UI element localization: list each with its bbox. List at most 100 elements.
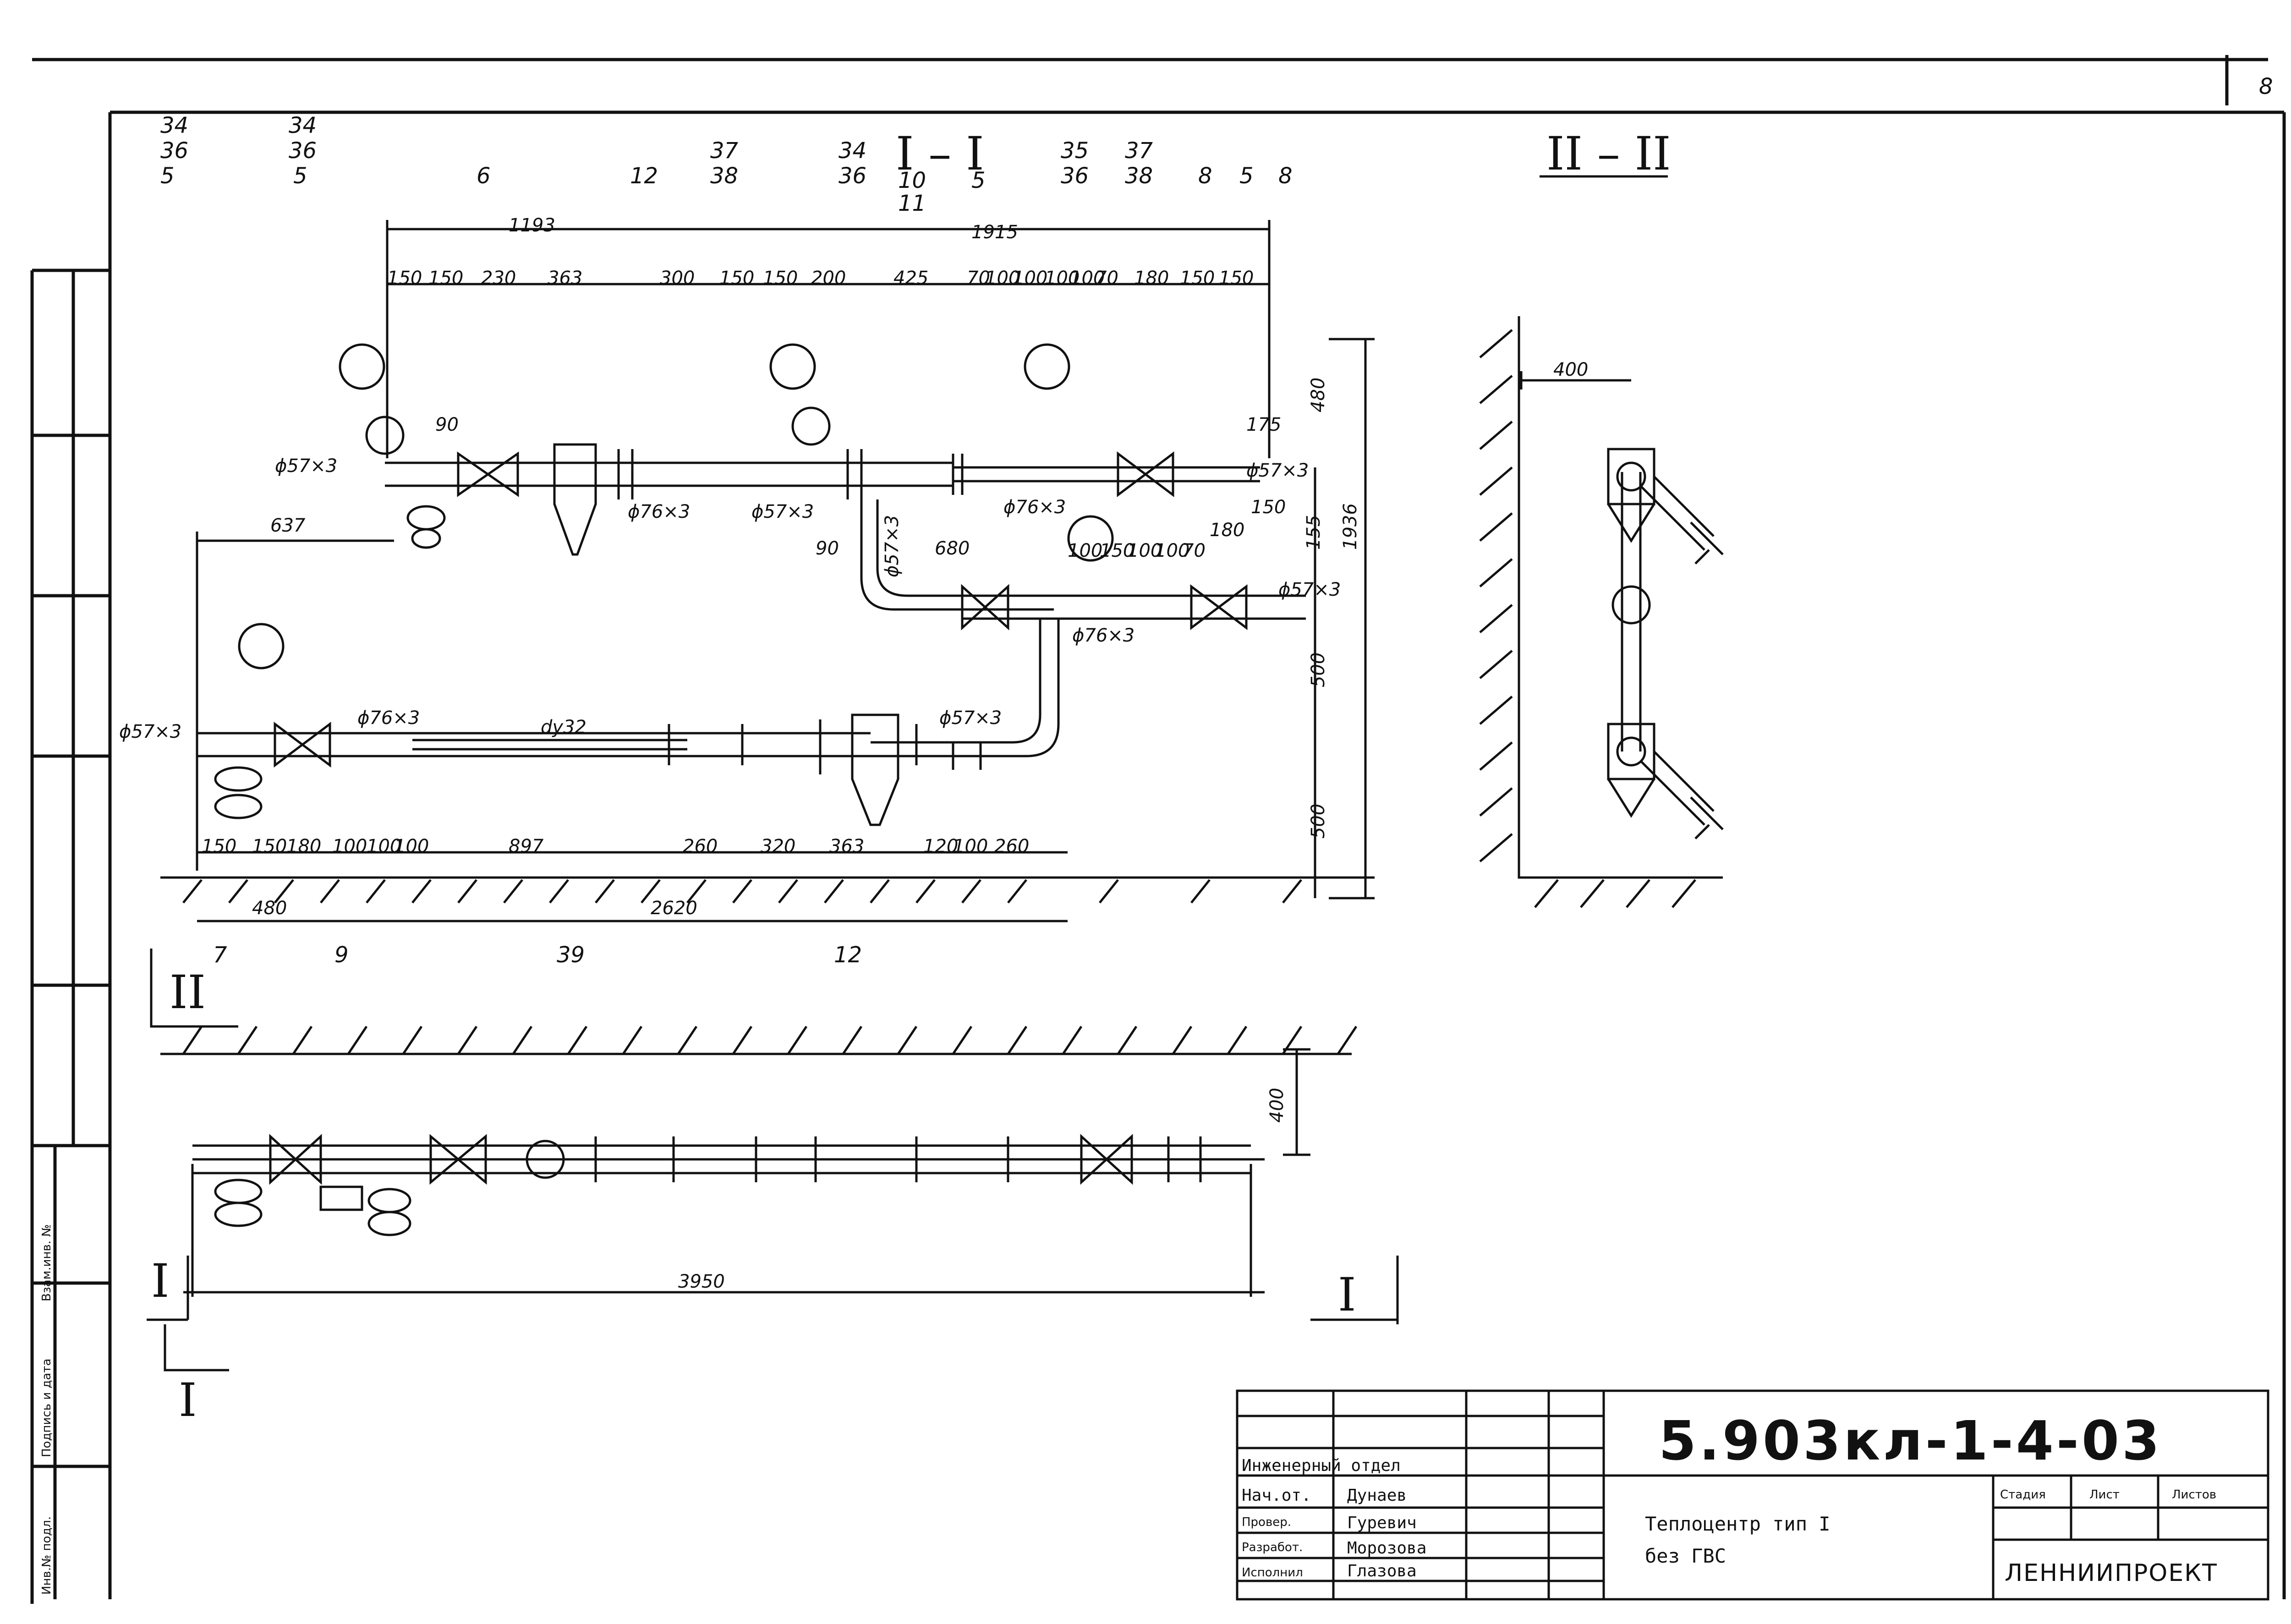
dim-value: 155 [1303, 515, 1324, 550]
dim-value: 400 [1553, 359, 1588, 380]
dim-value: 180 [1134, 268, 1169, 289]
dim-overall: 1915 [971, 222, 1018, 243]
section-2-title: II – II [1546, 127, 1671, 181]
leader-label: 36 [1061, 163, 1089, 189]
dim-value: 100 [332, 836, 367, 857]
pipe-label: ϕ76×3 [628, 501, 690, 522]
sheets-header: Листов [2172, 1488, 2216, 1502]
signature-name: Дунаев [1347, 1486, 1407, 1505]
dim-value: 320 [761, 836, 795, 857]
stamp-signature-date: Подпись и дата [40, 1359, 54, 1457]
pipe-label: ϕ57×3 [119, 721, 181, 742]
dim-value: 363 [548, 268, 582, 289]
dim-value: 150 [763, 268, 798, 289]
leader-label: 39 [557, 942, 585, 968]
dim-value: 120 [923, 836, 958, 857]
leader-label: 37 [1125, 138, 1153, 164]
pipe-label: ϕ57×3 [751, 501, 814, 522]
dim-value: 100 [1155, 540, 1189, 561]
dim-value: 90 [816, 538, 839, 559]
dim-value: 100 [394, 836, 429, 857]
cut-mark-1-bottom: I [179, 1373, 197, 1427]
dims-top-chain: 150 150 230 363 300 150 150 200 425 70 1… [387, 215, 1254, 289]
dim-value: 230 [481, 268, 516, 289]
dim-value: 150 [428, 268, 463, 289]
dim-value: 100 [953, 836, 988, 857]
dim-value: 425 [893, 268, 928, 289]
title-block [1236, 1389, 2269, 1601]
dim-value: 300 [660, 268, 695, 289]
dim-value: 500 [1308, 653, 1329, 687]
dim-value: 90 [435, 414, 459, 435]
title-block-signatures: Инженерный отдел Нач.от. Дунаев Провер. … [1242, 1456, 1426, 1580]
pipe-label: dу32 [541, 717, 586, 738]
dim-value: 150 [387, 268, 422, 289]
leader-label: 5 [1239, 163, 1254, 189]
leader-label: 12 [834, 942, 862, 968]
leader-label: 11 [898, 191, 926, 216]
cut-mark-1-left: I [151, 1254, 170, 1308]
section-2-view [1479, 175, 1724, 908]
dim-overall: 1193 [509, 215, 555, 236]
stamp-original-inventory: Инв.№ подл. [40, 1516, 54, 1595]
stamp-replace-inventory: Взам.инв. № [40, 1224, 54, 1301]
dim-value: 180 [1210, 520, 1244, 541]
dim-value: 100 [1127, 540, 1162, 561]
sheet-header: Лист [2089, 1488, 2120, 1502]
dim-value: 200 [811, 268, 846, 289]
signature-role: Провер. [1242, 1515, 1291, 1529]
leader-label: 36 [289, 138, 317, 164]
leader-label: 6 [477, 163, 491, 189]
sheet-frame [30, 55, 2286, 1604]
dim-value: 70 [967, 268, 990, 289]
dim-value: 400 [1266, 1088, 1288, 1123]
signature-name: Глазова [1347, 1562, 1417, 1580]
leader-label: 37 [710, 138, 739, 164]
leader-label: 12 [630, 163, 658, 189]
leader-label: 34 [839, 138, 866, 164]
section-1-title: I – I [896, 127, 984, 181]
signature-name: Гуревич [1347, 1514, 1417, 1532]
cut-mark-1-right: I [1338, 1268, 1356, 1322]
dim-value: 100 [367, 836, 401, 857]
dim-value: 2620 [651, 898, 697, 919]
pipe-label: ϕ57×3 [1278, 579, 1341, 600]
dim-value: 150 [1180, 268, 1215, 289]
leader-label: 10 [898, 168, 926, 193]
dim-value: 260 [683, 836, 718, 857]
stage-header: Стадия [2000, 1488, 2046, 1502]
dims-mid-chain: 100 150 100 100 70 [1068, 540, 1206, 561]
signature-role: Инженерный отдел [1242, 1456, 1401, 1475]
leader-label: 34 [160, 113, 188, 138]
signature-name: Морозова [1347, 1539, 1426, 1558]
leader-label: 5 [971, 168, 986, 193]
dim-value: 363 [829, 836, 864, 857]
dim-value: 150 [252, 836, 287, 857]
leader-label: 8 [1198, 163, 1212, 189]
dim-value: 70 [1095, 268, 1118, 289]
leader-labels-top: 34 36 5 34 36 5 6 12 37 38 34 36 10 11 5… [160, 113, 1293, 216]
leader-label: 5 [293, 163, 307, 189]
leader-label: 36 [160, 138, 188, 164]
dim-value: 260 [994, 836, 1029, 857]
dim-value: 100 [1013, 268, 1047, 289]
sheet-number: 8 [2259, 74, 2273, 99]
dim-value: 1936 [1340, 503, 1361, 550]
dim-value: 70 [1182, 540, 1206, 561]
dim-value: 637 [270, 515, 306, 536]
document-title-line-2: без ГВС [1645, 1545, 1726, 1567]
dim-value: 100 [1068, 540, 1102, 561]
leader-label: 38 [1125, 163, 1153, 189]
leader-label: 35 [1061, 138, 1089, 164]
dim-value: 897 [509, 836, 544, 857]
dims-misc: 637 480 2620 3950 400 400 680 90 90 175 … [252, 359, 1588, 1292]
signature-role: Исполнил [1242, 1566, 1303, 1580]
pipe-label: ϕ57×3 [882, 515, 903, 577]
document-title-line-1: Теплоцентр тип I [1645, 1513, 1831, 1535]
pipe-label: ϕ57×3 [1246, 460, 1309, 481]
pipe-label: ϕ57×3 [939, 708, 1002, 729]
leader-label: 5 [160, 163, 175, 189]
dim-value: 180 [286, 836, 321, 857]
pipe-label: ϕ76×3 [357, 708, 420, 729]
